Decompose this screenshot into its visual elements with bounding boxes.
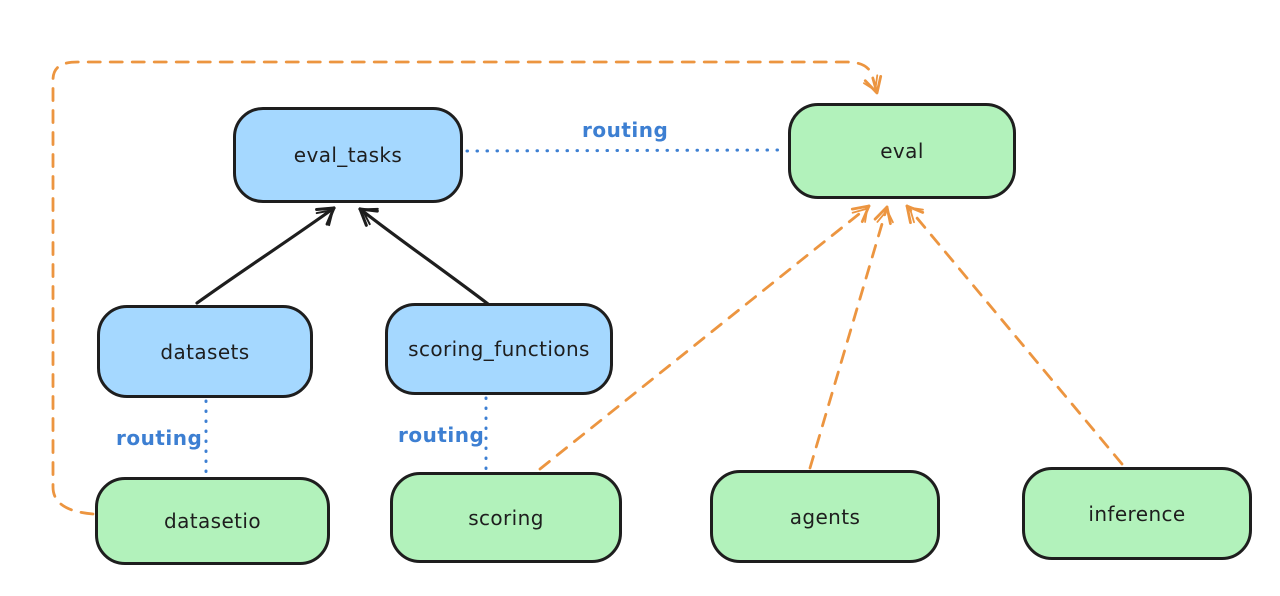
edge-scoring-to-eval	[538, 204, 871, 471]
edge-agents-to-eval	[808, 205, 894, 470]
edge-inference-to-eval	[905, 204, 1124, 466]
routing-label-scoring-functions-scoring: routing	[398, 423, 485, 447]
node-inference-label: inference	[1088, 501, 1186, 526]
edge-eval-tasks-to-eval-routing	[465, 148, 788, 153]
edge-datasets-to-eval-tasks	[195, 206, 336, 305]
node-inference: inference	[1022, 467, 1252, 560]
edge-datasetio-to-eval	[51, 60, 883, 516]
node-eval-tasks-label: eval_tasks	[293, 143, 403, 167]
node-agents: agents	[710, 470, 940, 563]
edge-scoring-functions-to-eval-tasks	[358, 207, 490, 306]
node-scoring-functions: scoring_functions	[385, 303, 613, 395]
node-agents-label: agents	[789, 504, 861, 529]
node-datasets: datasets	[97, 305, 313, 398]
node-eval: eval	[788, 103, 1016, 199]
node-datasetio-label: datasetio	[163, 509, 261, 533]
node-scoring-functions-label: scoring_functions	[408, 337, 590, 361]
routing-label-datasets-datasetio: routing	[116, 426, 203, 450]
routing-label-eval-tasks-eval: routing	[582, 118, 669, 142]
node-eval-tasks: eval_tasks	[233, 107, 463, 203]
node-eval-label: eval	[880, 139, 924, 163]
node-scoring: scoring	[390, 472, 622, 563]
node-scoring-label: scoring	[468, 505, 544, 530]
node-datasetio: datasetio	[95, 477, 330, 565]
node-datasets-label: datasets	[160, 339, 250, 364]
